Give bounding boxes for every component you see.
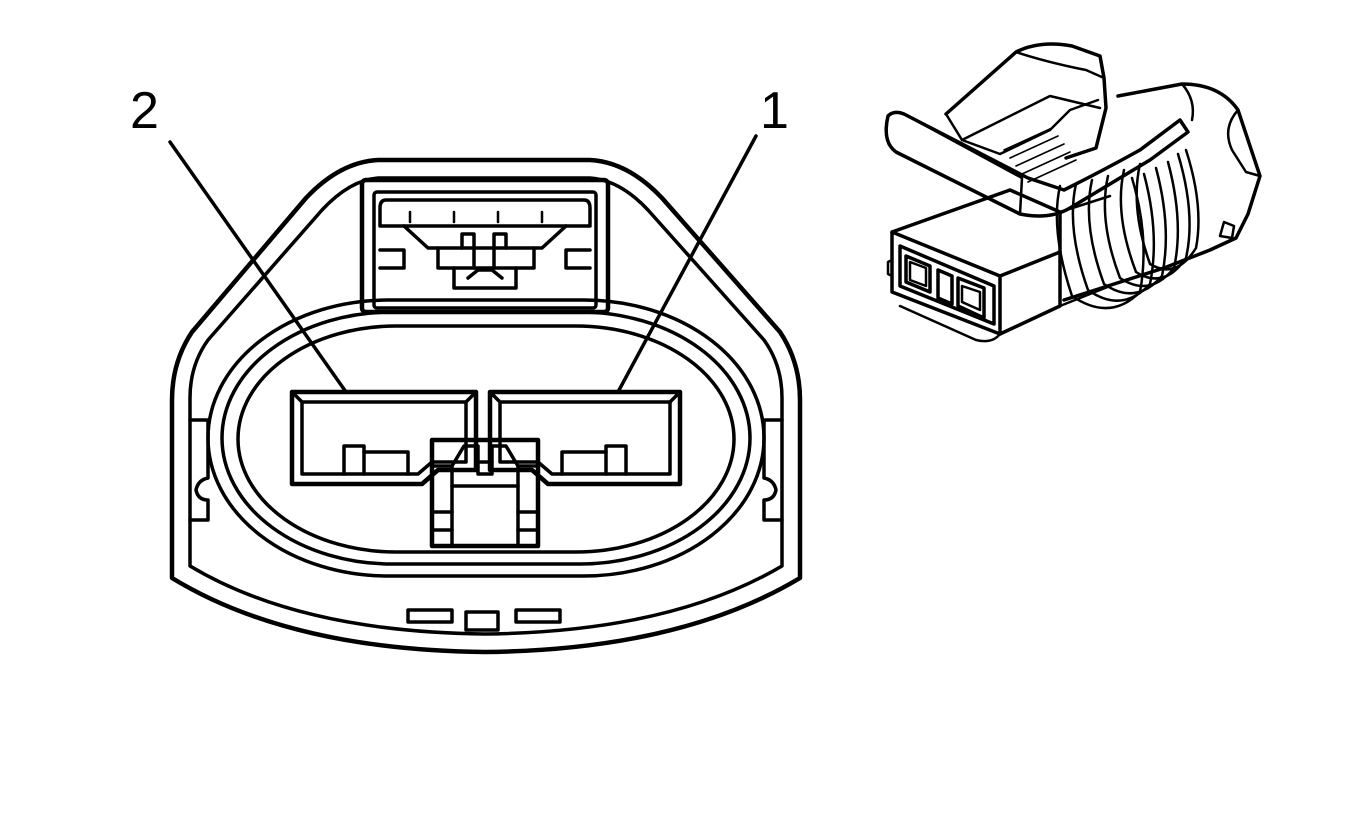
- seal-ring-outer: [206, 298, 766, 578]
- callout-2: 2: [130, 82, 348, 394]
- connector-face-view: [169, 157, 803, 655]
- leader-line-2: [168, 140, 348, 394]
- latch-housing: [944, 42, 1108, 160]
- seal-ring-inner: [236, 324, 736, 554]
- center-polarizing-key: [429, 437, 541, 549]
- callout-1-label: 1: [760, 82, 789, 140]
- terminal-cavity-1: [487, 389, 683, 487]
- bottom-slots: [406, 608, 562, 632]
- front-terminal-openings: [898, 244, 996, 326]
- right-side-tab: [762, 418, 784, 522]
- callout-1: 1: [616, 82, 789, 394]
- connector-rear-body: [1062, 82, 1262, 302]
- connector-housing-inner: [188, 176, 784, 636]
- left-side-tab: [188, 418, 210, 522]
- lock-housing: [359, 177, 611, 315]
- coil-spring: [1055, 148, 1200, 310]
- leader-line-1: [616, 134, 758, 394]
- callout-2-label: 2: [130, 82, 159, 140]
- connector-housing-outline: [169, 157, 803, 655]
- connector-isometric-view: [884, 42, 1262, 343]
